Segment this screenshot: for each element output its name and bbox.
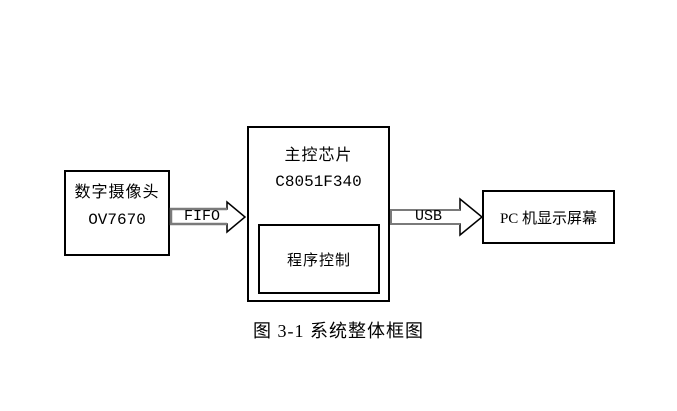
pc-box: PC 机显示屏幕	[482, 190, 615, 244]
mcu-box-title: 主控芯片	[284, 147, 353, 164]
fifo-arrow-label: FIFO	[183, 208, 220, 225]
camera-box: 数字摄像头 OV7670	[64, 170, 170, 256]
camera-box-title: 数字摄像头	[74, 184, 160, 201]
program-control-label: 程序控制	[286, 252, 351, 269]
mcu-box: 主控芯片 C8051F340 程序控制	[247, 126, 390, 302]
mcu-box-chip: C8051F340	[275, 173, 362, 191]
usb-arrow-icon	[390, 197, 484, 237]
fifo-arrow-icon	[169, 200, 247, 234]
pc-box-label: PC 机显示屏幕	[499, 210, 598, 227]
camera-box-model: OV7670	[88, 211, 146, 229]
usb-arrow-label: USB	[414, 208, 442, 225]
program-control-box: 程序控制	[258, 224, 380, 294]
figure-caption: 图 3-1 系统整体框图	[253, 321, 424, 341]
